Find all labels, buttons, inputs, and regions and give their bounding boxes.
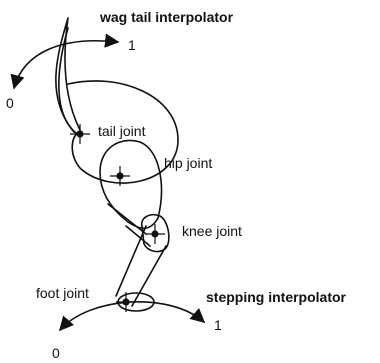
- knee-joint-marker: [145, 224, 165, 244]
- tail-joint-label: tail joint: [98, 123, 146, 139]
- wag-start-label: 0: [6, 95, 14, 111]
- thigh-line: [107, 203, 151, 247]
- body-circle-arc: [67, 80, 179, 184]
- wag-title: wag tail interpolator: [99, 9, 234, 25]
- foot-joint-label: foot joint: [36, 285, 89, 301]
- knee-outline: [140, 213, 170, 253]
- hip-joint-label: hip joint: [164, 155, 212, 171]
- tail-arm: [58, 27, 81, 137]
- knee-joint-label: knee joint: [182, 223, 242, 239]
- wag-end-label: 1: [128, 37, 136, 53]
- wag-arc: [10, 33, 120, 90]
- stepping-title: stepping interpolator: [206, 289, 347, 305]
- hip-joint-marker: [110, 166, 130, 186]
- step-start-label: 0: [52, 345, 60, 361]
- foot-joint-marker: [116, 292, 136, 312]
- shin-line: [115, 225, 167, 307]
- tail-joint-marker: [70, 124, 90, 144]
- step-end-label: 1: [214, 317, 222, 333]
